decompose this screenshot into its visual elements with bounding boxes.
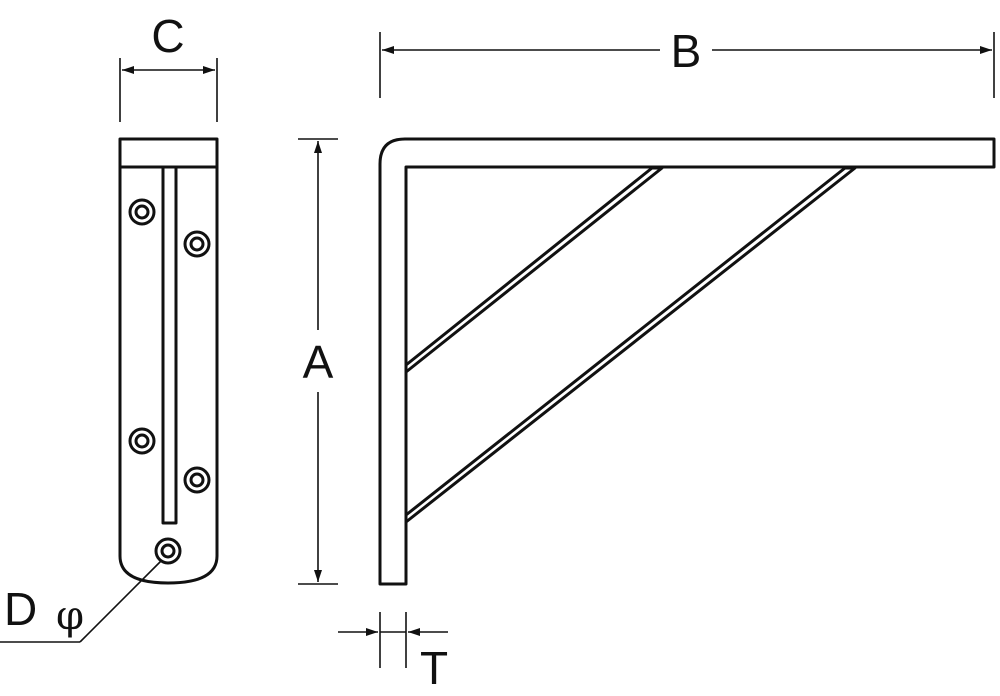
dimension-b xyxy=(379,32,995,98)
dimension-t xyxy=(338,612,448,668)
side-view xyxy=(378,137,996,586)
bracket-outline xyxy=(378,137,996,586)
screw-hole xyxy=(183,230,211,258)
screw-hole xyxy=(128,198,156,226)
label-d: D xyxy=(4,583,37,635)
screw-hole xyxy=(128,427,156,455)
plate-outline xyxy=(118,137,219,585)
label-t: T xyxy=(420,642,448,694)
screw-hole xyxy=(154,537,182,565)
label-b: B xyxy=(671,25,702,77)
dimension-c xyxy=(119,58,218,122)
label-c: C xyxy=(151,10,184,62)
brace-lower xyxy=(404,166,857,524)
label-a: A xyxy=(303,336,334,388)
label-phi: φ xyxy=(56,593,84,639)
center-slot xyxy=(161,165,178,525)
dimension-a xyxy=(298,138,338,585)
screw-hole xyxy=(183,466,211,494)
dimension-d-leader xyxy=(0,559,163,643)
brace-upper xyxy=(404,166,664,374)
front-view xyxy=(118,137,219,585)
